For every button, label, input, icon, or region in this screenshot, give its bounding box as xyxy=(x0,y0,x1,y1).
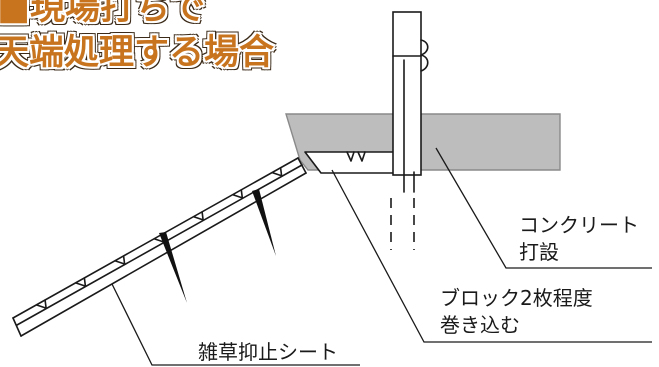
stake-post-clamp xyxy=(392,39,429,72)
weed-sheet-end-caps xyxy=(12,157,307,337)
diagram-title-line-1: ■現場打ちで xyxy=(0,0,206,28)
sheet-pin-lower xyxy=(159,232,187,303)
leader-line-block xyxy=(331,169,652,343)
label-block-line-1: ブロック2枚程度 xyxy=(440,286,593,310)
label-concrete-line-2: 打設 xyxy=(519,240,559,264)
label-block-line-2: 巻き込む xyxy=(440,313,520,337)
sheet-pin-upper xyxy=(252,189,276,256)
stake-underground-dashed xyxy=(390,198,415,250)
stake-post-inner-line xyxy=(403,59,415,193)
weed-sheet xyxy=(13,158,306,336)
weed-sheet-bottom-edge xyxy=(20,172,307,337)
leader-line-concrete xyxy=(435,147,652,269)
weed-sheet-top-edge xyxy=(12,157,299,319)
block xyxy=(304,151,399,174)
diagram-title-line-2: 天端処理する場合 xyxy=(0,33,275,73)
label-weed-sheet: 雑草抑止シート xyxy=(198,340,338,364)
leader-line-sheet xyxy=(111,283,360,366)
label-concrete-line-1: コンクリート xyxy=(519,213,639,237)
weed-sheet-inner-edge xyxy=(16,164,303,326)
stake-post xyxy=(392,11,422,176)
block-notches xyxy=(346,151,366,162)
